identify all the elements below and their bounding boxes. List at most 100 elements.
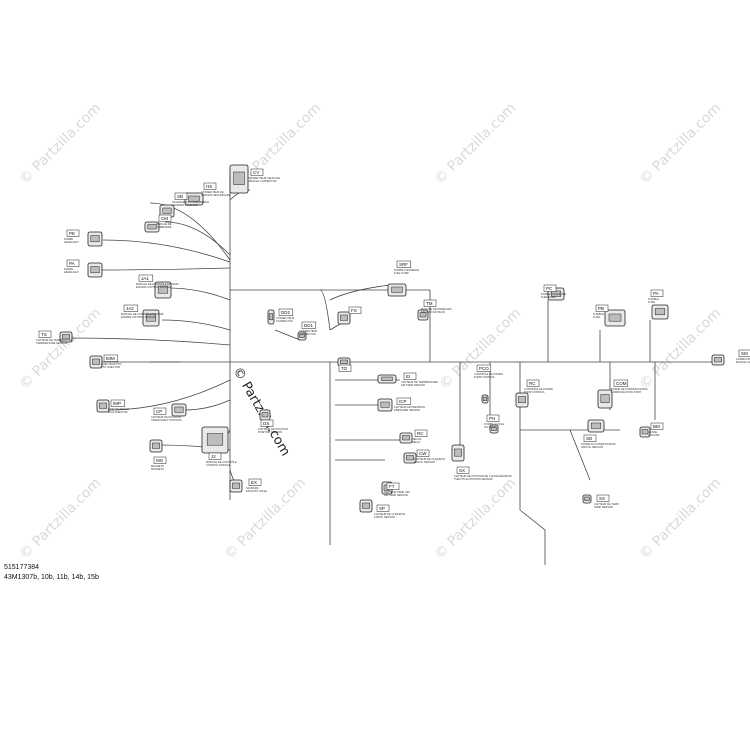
connector-to-tag: TO xyxy=(341,366,348,371)
connector-sx-body xyxy=(454,448,462,457)
connector-ja2-tag: JA2 xyxy=(126,306,134,311)
connector-ja1-description: MODULE DE CONTRÔLE MOTEUR xyxy=(136,281,179,286)
connector-sb-description: STARTER SOLENOID xyxy=(172,203,198,207)
connector-ja2-description: MODULE DE CONTRÔLE MOTEUR xyxy=(121,311,164,316)
connector-ph-description: POMPE À HUILE xyxy=(484,422,504,426)
connector-ja2-tag-box xyxy=(123,304,139,312)
connector-pe-tag-box xyxy=(66,229,80,237)
connector-ss-description: TEMP SENSOR xyxy=(594,505,613,509)
harness-wire xyxy=(97,267,231,271)
connector-cm-tag: CM xyxy=(161,216,168,221)
connector-rc-description: RELAY xyxy=(412,440,421,444)
connector-rc-description: RELAIS xyxy=(412,437,421,441)
connector-pco-body xyxy=(482,396,488,401)
connector-fs-body xyxy=(340,314,348,321)
connector-cm-description: MODULE DE xyxy=(156,222,172,226)
watermark-text: © Partzilla.com xyxy=(17,305,105,393)
connector-dd2-tag: DD2 xyxy=(281,310,290,315)
harness-wire xyxy=(569,429,591,481)
connector-dd1-tag: DD1 xyxy=(304,323,313,328)
connector-rc-tag: RC xyxy=(529,381,536,386)
connector-ts-description: CAPTEUR DE TEMPÉRATURE xyxy=(36,337,73,342)
harness-wire xyxy=(184,399,231,411)
connector-sm-body xyxy=(714,357,722,363)
connector-j2-body xyxy=(206,433,224,446)
connector-hs-body xyxy=(188,195,200,202)
connector-imp-tag-box xyxy=(110,399,126,407)
connector-sd-description: SONDE DU COMMUTATEUR xyxy=(581,442,616,446)
connector-pc-tag: PC xyxy=(546,286,553,291)
connector-sx-description: THROTTLE POSITION SENSOR xyxy=(454,477,493,481)
connector-to-tag-box xyxy=(338,364,352,372)
connector-rc-tag-box xyxy=(414,429,428,437)
connector-imm-tag: IMM xyxy=(106,356,115,361)
connector-pb-description: FUSIBLE xyxy=(593,312,604,316)
connector-ja1-tag: JA1 xyxy=(141,276,149,281)
connector-pa-tag-box xyxy=(650,289,664,297)
connector-ss-tag: SS xyxy=(599,496,605,501)
connector-ph-tag-box xyxy=(486,414,500,422)
connector-pa-tag: PA xyxy=(653,291,659,296)
connector-cp-tag-box xyxy=(153,407,167,415)
connector-mg-description: MAGNETO xyxy=(151,467,164,471)
watermark-text: © Partzilla.com xyxy=(432,100,520,188)
connector-srf-tag: SRF xyxy=(399,262,408,267)
harness-wire xyxy=(329,284,391,301)
connector-cm-tag-box xyxy=(158,214,172,222)
connector-tm-tag-box xyxy=(423,299,437,307)
connector-j2-tag: J2 xyxy=(211,454,216,459)
connector-icp-tag: ICP xyxy=(399,399,407,404)
connector-ss-description: CAPTEUR DE TEMP. xyxy=(594,502,619,506)
connector-ja2-description: ENGINE CONTROL MODULE xyxy=(121,315,156,319)
connector-tm-body xyxy=(419,312,427,318)
connector-mg-tag-box xyxy=(153,456,167,464)
connector-ts-body xyxy=(62,334,70,340)
watermark-text: © Partzilla.com xyxy=(637,475,725,563)
connector-pb-body xyxy=(608,313,622,322)
connector-dd1-description: CONNECTEUR xyxy=(299,329,317,333)
connector-pa-description: PHARE xyxy=(64,267,73,271)
connector-ds-tag: DS xyxy=(263,421,269,426)
connector-cv-tag: CV xyxy=(253,170,259,175)
connector-ds-description: POSITION SENSOR xyxy=(258,430,282,434)
watermark-text: © Partzilla.com xyxy=(437,305,525,393)
connector-sb-body xyxy=(162,207,172,214)
connector-imm-description: PTO INJECTOR xyxy=(101,365,120,369)
connector-imp-body xyxy=(99,402,107,409)
connector-ph-description: OIL PUMP xyxy=(484,425,497,429)
connector-mg-tag: MG xyxy=(156,458,164,463)
connector-to-body xyxy=(340,359,348,364)
connector-icp-body xyxy=(380,401,390,408)
connector-imp-description: MAG INJECTOR xyxy=(108,410,128,414)
connector-ds-description: CAPTEUR DE POSITION xyxy=(258,427,288,431)
connector-mg-body xyxy=(152,442,160,449)
connector-srf-description: POMPE À ESSENCE xyxy=(394,268,419,272)
connector-sm-description: MANUAL SWITCH xyxy=(736,360,750,364)
connector-hs-tag-box xyxy=(203,182,217,190)
connector-com-tag: COM xyxy=(616,381,627,386)
connector-cw-description: KNOCK SENSOR xyxy=(414,460,435,464)
connector-ss-tag-box xyxy=(596,494,610,502)
connector-j2-tag-box xyxy=(208,452,222,460)
connector-cm-body xyxy=(147,224,157,230)
connector-sp-tag-box xyxy=(376,504,390,512)
watermark-text: © Partzilla.com xyxy=(237,100,325,188)
connector-cw-tag-box xyxy=(416,449,430,457)
connector-sm-description: COMMUTATEUR MANUEL xyxy=(736,357,750,361)
harness-wire xyxy=(149,202,231,261)
connector-ei-tag: EI xyxy=(406,374,410,379)
harness-wire xyxy=(161,319,231,331)
connector-com-description: COMMUNICATION PORT xyxy=(611,390,642,394)
connector-ja1-description: ENGINE CONTROL MODULE xyxy=(136,285,171,289)
connector-ft-tag: FT xyxy=(389,484,395,489)
connector-rc-tag-box xyxy=(526,379,540,387)
connector-pe-body xyxy=(90,235,100,243)
connector-sd-body xyxy=(590,422,602,429)
harness-wire xyxy=(274,329,301,341)
connector-srf-description: FUEL PUMP xyxy=(394,271,409,275)
harness-wire xyxy=(167,287,231,301)
connector-pb-tag-box xyxy=(595,304,609,312)
connector-ts-tag-box xyxy=(38,330,52,338)
connector-bm-description: GROUND xyxy=(648,433,660,437)
